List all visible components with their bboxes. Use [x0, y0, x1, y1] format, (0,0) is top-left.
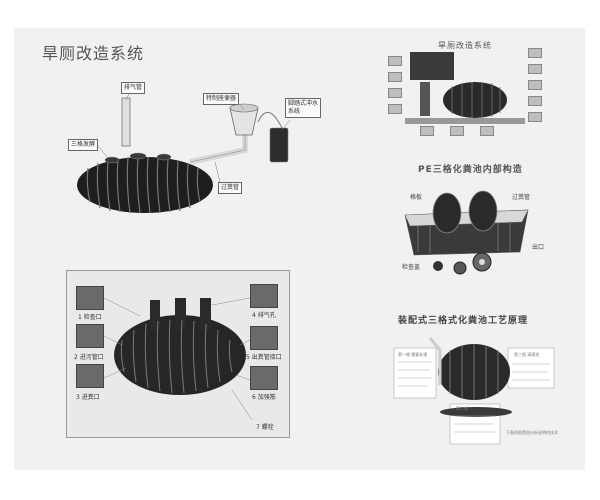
photo-inspection-port [76, 286, 104, 310]
callout-box [388, 56, 402, 66]
callout-box [388, 104, 402, 114]
label-flush-system: 脚踏式冲水系统 [285, 98, 321, 118]
label-partition: 格板 [410, 194, 423, 201]
label-item-2: 2 进污管口 [74, 354, 104, 361]
label-item-7: 7 螺栓 [256, 424, 274, 431]
photo-feed-port [76, 364, 104, 388]
label-outlet: 出口 [532, 244, 545, 251]
note-chamber-3: 第三格 清理池 [514, 352, 540, 357]
photo-vent-hole [250, 284, 278, 308]
page-title: 旱厕改造系统 [42, 44, 145, 63]
label-item-5: 5 出粪管接口 [246, 354, 282, 361]
callout-box [528, 112, 542, 122]
right-title-3: 装配式三格式化粪池工艺原理 [398, 316, 529, 326]
label-item-3: 3 进粪口 [76, 394, 100, 401]
label-inspection-cover: 检查盖 [402, 264, 421, 271]
label-item-1: 1 检查口 [78, 314, 102, 321]
note-chamber-1: 第一格 需要处理 [398, 352, 428, 357]
label-transfer-pipe: 过粪管 [512, 194, 531, 201]
callout-box [528, 48, 542, 58]
label-toilet: 特制座便器 [203, 93, 240, 105]
callout-box [388, 88, 402, 98]
callout-box [480, 126, 494, 136]
photo-rib [250, 366, 278, 390]
footnote: 下面的图是由分析说明的技术 [506, 430, 558, 435]
label-pipe: 过粪管 [218, 182, 243, 194]
label-item-4: 4 排气孔 [252, 312, 276, 319]
label-vent-pipe: 排气管 [121, 82, 146, 94]
callout-box [450, 126, 464, 136]
label-item-6: 6 加强筋 [252, 394, 276, 401]
photo-outlet-joint [250, 326, 278, 350]
note-chamber-2: 第二格 [456, 406, 468, 411]
callout-box [528, 80, 542, 90]
label-tank: 三格发酵 [68, 139, 99, 151]
right-title-1: 旱厕改造系统 [438, 41, 492, 50]
photo-inlet-pipe [76, 324, 104, 348]
right-title-2: PE三格化粪池内部构造 [418, 165, 523, 175]
callout-box [420, 126, 434, 136]
callout-box [388, 72, 402, 82]
callout-box [528, 64, 542, 74]
callout-box [528, 96, 542, 106]
